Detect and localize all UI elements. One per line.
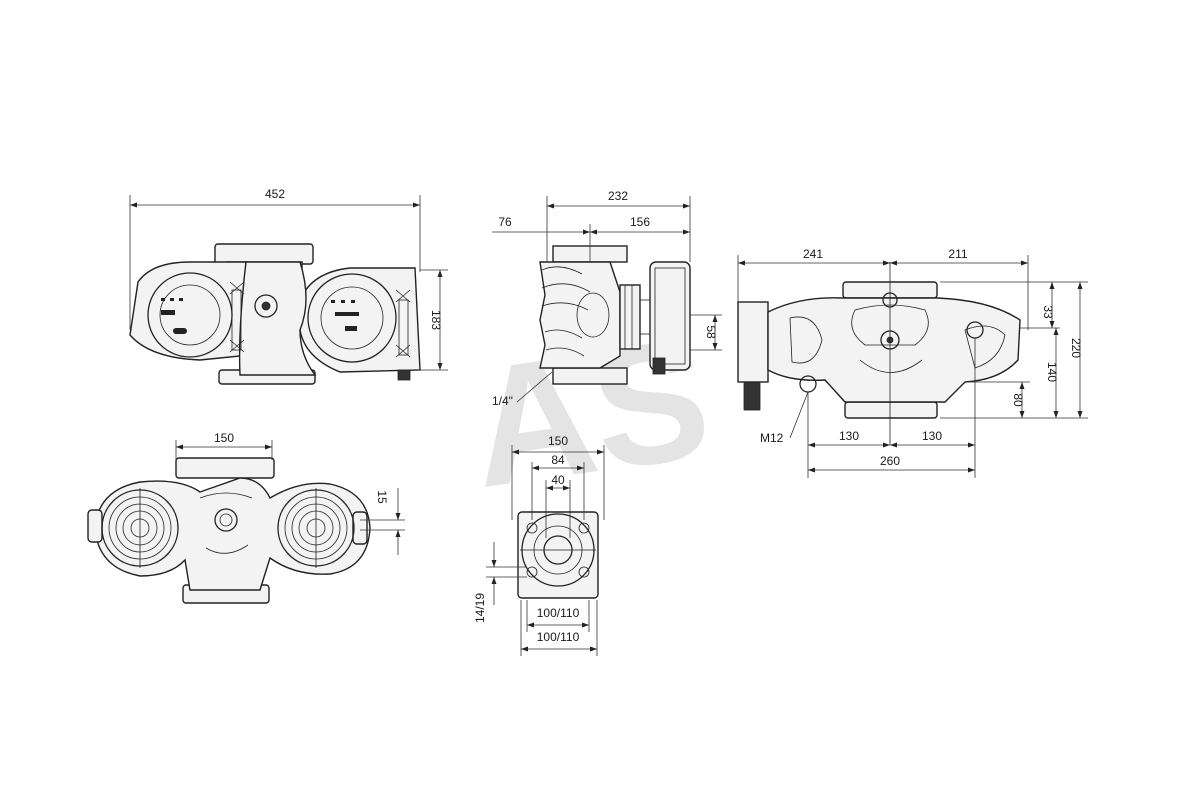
dim-flange-outer: 150 [548, 434, 568, 448]
front-view: 241 211 33 140 220 80 M12 130 130 260 [737, 247, 1088, 478]
dim-side-offset: 76 [498, 215, 512, 229]
dim-height: 183 [429, 310, 443, 330]
dim-overall-length: 452 [265, 187, 285, 201]
thread-callout: 1/4" [492, 394, 513, 408]
dim-top-offset: 33 [1041, 305, 1055, 319]
side-view: 232 156 76 58 1/4" [492, 189, 722, 408]
dim-span: 260 [880, 454, 900, 468]
dim-port-height: 58 [704, 325, 718, 339]
dim-pcd-a: 100/110 [537, 606, 580, 620]
top-view: 452 183 [129, 187, 448, 385]
dim-left-centre: 130 [839, 429, 859, 443]
dim-right-centre: 130 [922, 429, 942, 443]
dim-pcd-b: 100/110 [537, 630, 580, 644]
dim-total-height: 220 [1069, 338, 1083, 358]
dim-side-overall: 232 [608, 189, 628, 203]
dim-bore: 40 [551, 473, 565, 487]
dim-offset: 15 [375, 490, 389, 504]
dim-left-width: 241 [803, 247, 823, 261]
dim-hole-size: 14/19 [473, 593, 487, 623]
dim-base-height: 80 [1011, 393, 1025, 407]
bolt-callout: M12 [760, 431, 784, 445]
dim-center-height: 140 [1045, 362, 1059, 382]
flange-view: 150 84 40 14/19 100/110 100/110 [473, 434, 605, 656]
dim-bolt-circle: 84 [551, 453, 565, 467]
dim-motor-length: 156 [630, 215, 650, 229]
bottom-view: 150 15 [87, 431, 405, 604]
dim-flange-width: 150 [214, 431, 234, 445]
dim-right-width: 211 [948, 247, 967, 261]
